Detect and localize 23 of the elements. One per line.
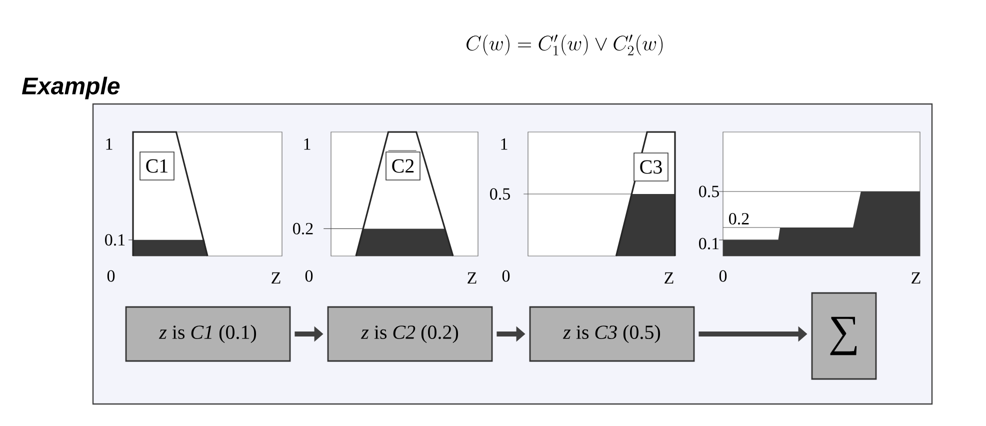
- axis-label: 0: [502, 270, 510, 282]
- axis-label: 0.5: [699, 186, 719, 198]
- axis-label: 0.2: [729, 213, 749, 225]
- axis-label: 1: [106, 138, 112, 150]
- curve-label-box: C3: [634, 152, 668, 182]
- axis-label: 0: [719, 270, 727, 282]
- axis-label: 0.5: [490, 188, 510, 200]
- axis-label: 1: [304, 138, 310, 150]
- curve-label-box: C2: [386, 152, 420, 180]
- sum-box: ∑: [811, 292, 877, 380]
- axis-label: 1: [501, 138, 508, 150]
- axis-label: 0: [305, 270, 313, 282]
- curve-label-box: C1: [140, 152, 174, 180]
- axis-label: 0.1: [699, 238, 719, 250]
- axis-label: Z: [912, 272, 920, 284]
- heading: Example: [22, 76, 120, 100]
- axis-label: Z: [468, 272, 476, 284]
- axis-label: Z: [664, 272, 674, 284]
- axis-label: 0.2: [293, 222, 313, 234]
- axis-label: 0: [107, 270, 115, 282]
- axis-label: Z: [272, 272, 280, 284]
- formula: $C(w) = C_1'(w) \vee C_2'(w)$: [466, 34, 663, 56]
- axis-label: 0.1: [105, 234, 125, 246]
